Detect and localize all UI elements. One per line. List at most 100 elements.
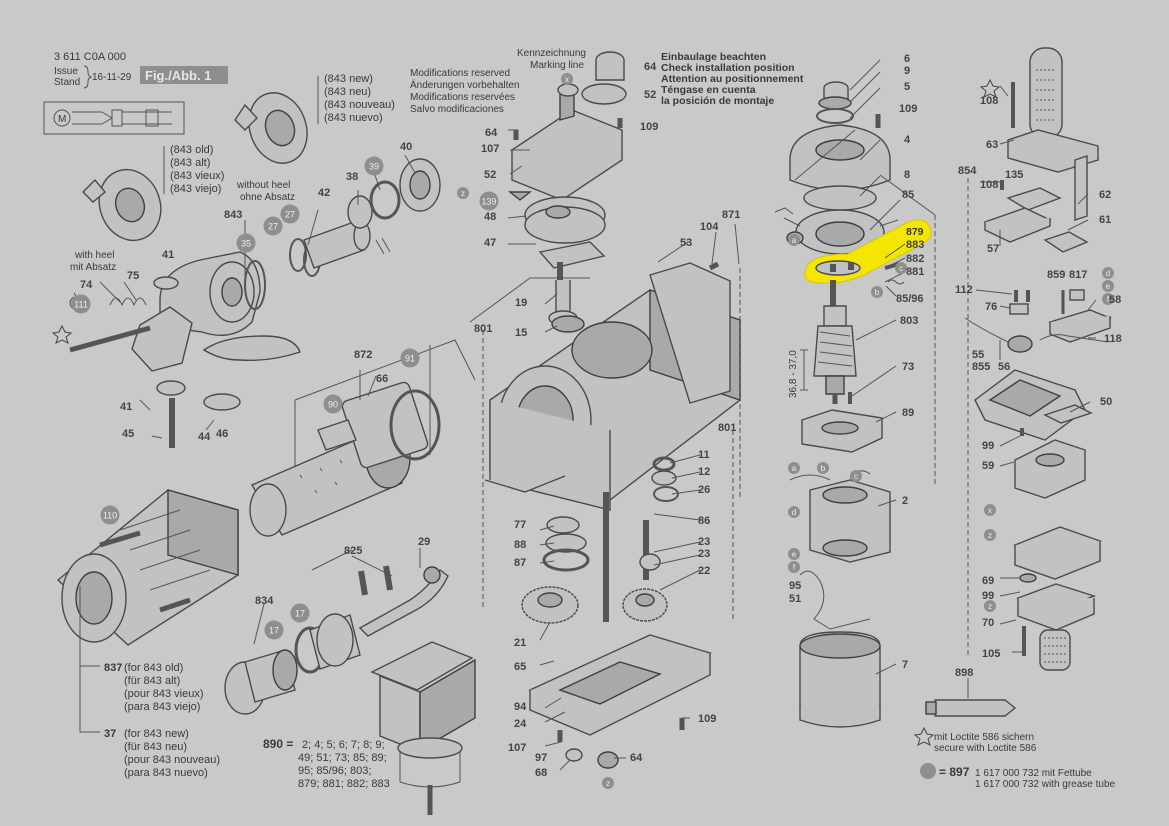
note-890-line-3: 95; 85/96; 803; (298, 765, 371, 777)
part-number: 109 (640, 121, 658, 133)
circled-label-text: 110 (103, 511, 117, 521)
part-number: 89 (902, 407, 914, 419)
switch-58 (1048, 309, 1112, 343)
switch-box (370, 641, 476, 815)
screw-41 (69, 325, 151, 353)
part-number: 64 (485, 127, 498, 139)
note-890-num: 890 = (263, 737, 293, 751)
pulley-48 (524, 196, 606, 244)
part-number: 52 (644, 89, 656, 101)
cover-4 (789, 124, 891, 191)
bushing-38 (347, 195, 391, 255)
plug-64 (597, 751, 619, 769)
circled-label: 17 (290, 603, 310, 623)
letter-marker: d (788, 506, 800, 518)
letter-marker: b (871, 286, 883, 298)
circled-label: 39 (364, 156, 384, 176)
part-number: 73 (902, 361, 914, 373)
grease-line-2: 1 617 000 732 with grease tube (975, 779, 1116, 790)
letter-marker-text: x (565, 75, 569, 84)
gear-housing (56, 489, 239, 646)
grease-line-1: 1 617 000 732 mit Fettube (975, 768, 1092, 779)
circled-label-text: 27 (268, 222, 278, 232)
part-number: 4 (904, 134, 911, 146)
part-number: 5 (904, 81, 910, 93)
housing-69 (1013, 526, 1102, 580)
mount-note-2: Check installation position (661, 62, 795, 74)
intermediate-flange (511, 83, 623, 201)
motor-schematic-icon: M (43, 101, 185, 135)
part-number: 70 (982, 617, 994, 629)
mount-note-5: la posición de montaje (661, 95, 774, 107)
mod-line-1: Modifications reserved (410, 68, 510, 79)
part-number: 47 (484, 237, 496, 249)
part-number: 855 (972, 361, 990, 373)
part-number: 87 (514, 557, 526, 569)
part-number: 46 (216, 428, 228, 440)
part-number: 803 (900, 315, 918, 327)
letter-marker-text: z (988, 531, 992, 540)
letter-marker: z (984, 529, 996, 541)
letter-marker-text: a (792, 464, 797, 473)
issue-brace (83, 65, 93, 89)
part-number: 883 (906, 239, 924, 251)
part-number: 118 (1104, 333, 1122, 345)
ring-77b (546, 516, 580, 534)
gear-21 (521, 586, 579, 624)
circled-label-text: 111 (74, 300, 88, 310)
circled-label: 91 (400, 348, 420, 368)
ring-90 (317, 419, 357, 451)
letter-marker: f (788, 561, 800, 573)
part-number: 9 (904, 65, 910, 77)
note-37-line-4: (para 843 nuevo) (124, 767, 208, 779)
letter-marker-text: f (1107, 295, 1110, 304)
part-number: 64 (630, 752, 643, 764)
circled-label: 90 (323, 394, 343, 414)
part-number: 56 (998, 361, 1010, 373)
pin-825b (383, 565, 393, 591)
note-37-num: 37 (104, 728, 116, 740)
ring-9 (818, 96, 852, 110)
seal-97 (565, 748, 583, 762)
part-number: 75 (127, 270, 139, 282)
part-number: 66 (376, 373, 388, 385)
letter-marker: a (788, 234, 800, 246)
bearing-23b (639, 553, 661, 571)
part-number: 7 (902, 659, 908, 671)
note-890-line-1: 2; 4; 5; 6; 7; 8; 9; (302, 739, 385, 751)
nameplate-77 (484, 475, 566, 493)
with-heel-1: with heel (74, 250, 114, 261)
without-heel-2: ohne Absatz (240, 192, 295, 203)
part-number: 50 (1100, 396, 1112, 408)
circled-label: 110 (100, 505, 120, 525)
svg-text:M: M (58, 114, 66, 125)
grease-dot-icon (920, 763, 936, 779)
part-number: 26 (698, 484, 710, 496)
part-number: 52 (484, 169, 496, 181)
part-number: 95 (789, 580, 801, 592)
bearing-40 (399, 158, 441, 212)
letter-marker-text: a (792, 236, 797, 245)
ring-11 (652, 456, 676, 472)
part-879-label: 879 (906, 226, 924, 238)
part-number: 898 (955, 667, 973, 679)
cylinder-housing (131, 251, 261, 372)
letter-marker-text: x (988, 506, 992, 515)
cover-50 (1043, 404, 1093, 424)
dimension-line (800, 349, 808, 391)
part-number: 109 (899, 103, 917, 115)
flange-new (234, 92, 308, 164)
circled-label: 111 (71, 294, 91, 314)
figure-label-box (140, 66, 228, 84)
marking-part-64 (581, 51, 627, 105)
callout-lines (73, 59, 1097, 771)
plate-61 (1043, 231, 1089, 253)
clip-76 (1009, 303, 1029, 315)
note-37-line-3: (pour 843 nouveau) (124, 754, 220, 766)
handle-63 (1007, 47, 1099, 173)
part-number: 99 (982, 590, 994, 602)
chuck-834 (224, 649, 298, 715)
letter-marker: e (1102, 280, 1114, 292)
